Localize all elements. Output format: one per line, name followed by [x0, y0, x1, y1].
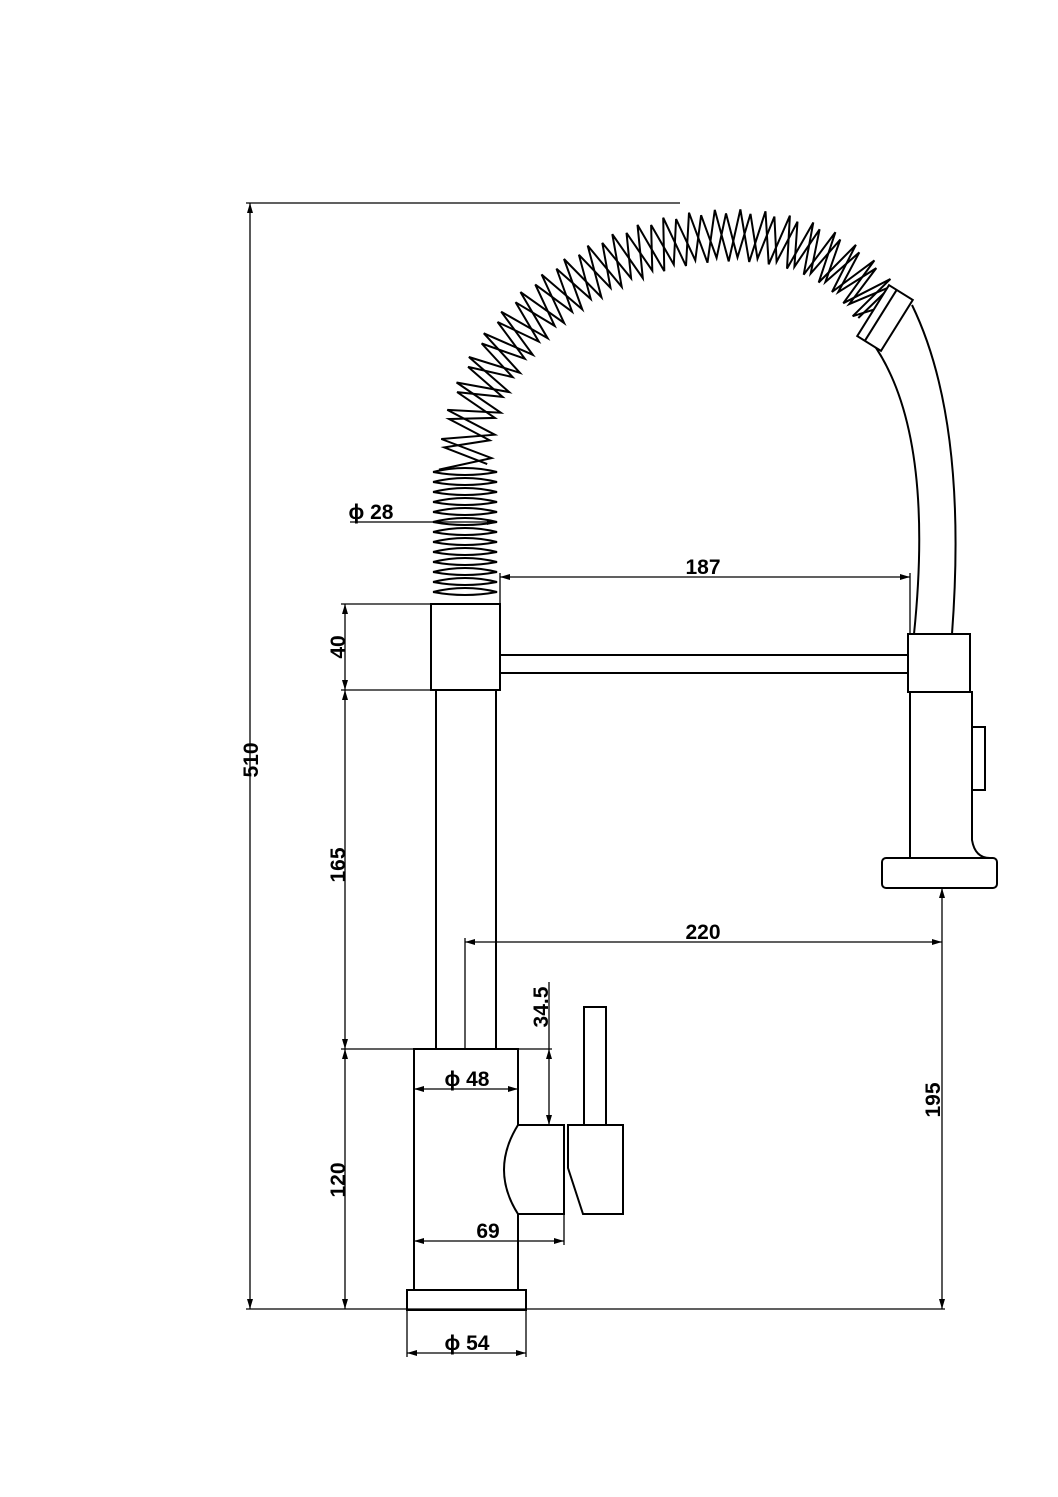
spring-coil-turn [432, 557, 498, 566]
spray-nozzle [855, 283, 915, 353]
spring-coil-turn [432, 507, 498, 516]
spring-coil-turn [432, 497, 498, 506]
hose-outer-edge [911, 304, 957, 635]
label-spout-clearance: 195 [922, 1082, 945, 1117]
collar [430, 603, 501, 691]
hose-inner-edge [871, 341, 921, 635]
spray-head-face [881, 857, 998, 889]
spray-head-top [907, 633, 971, 693]
spring-coil-turn [432, 587, 498, 596]
base-plate [406, 1289, 527, 1311]
spring-coil-turn [432, 477, 498, 486]
label-arm-reach: 187 [685, 556, 720, 579]
handle-hub [503, 1124, 565, 1215]
spray-button [971, 726, 986, 791]
spring-coil-turn [432, 467, 498, 476]
label-pipe-height: 165 [327, 847, 350, 882]
faucet-pipe [435, 689, 497, 1050]
label-body-height: 120 [327, 1162, 350, 1197]
spring-coil-turn [432, 577, 498, 586]
spring-coil-turn [432, 537, 498, 546]
label-total-height: 510 [240, 742, 263, 777]
spring-coil-turn [432, 487, 498, 496]
spring-coil-turn [432, 547, 498, 556]
label-spout-reach: 220 [685, 921, 720, 944]
spring-hose [432, 209, 904, 596]
label-spring-diameter: ϕ 28 [349, 501, 394, 524]
spring-coil-back [440, 213, 892, 466]
label-handle-depth: 69 [476, 1220, 499, 1243]
lever-handle [567, 1124, 624, 1215]
spring-coil-turn [432, 567, 498, 576]
label-base-diameter: ϕ 54 [445, 1332, 490, 1355]
lever-stem [583, 1006, 607, 1126]
spring-coil-turn [432, 527, 498, 536]
label-body-diameter: ϕ 48 [445, 1068, 490, 1091]
spring-coil-front [438, 209, 904, 471]
extension-lines [246, 202, 945, 1357]
label-collar-height: 40 [327, 635, 350, 658]
label-handle-offset: 34.5 [530, 986, 553, 1027]
